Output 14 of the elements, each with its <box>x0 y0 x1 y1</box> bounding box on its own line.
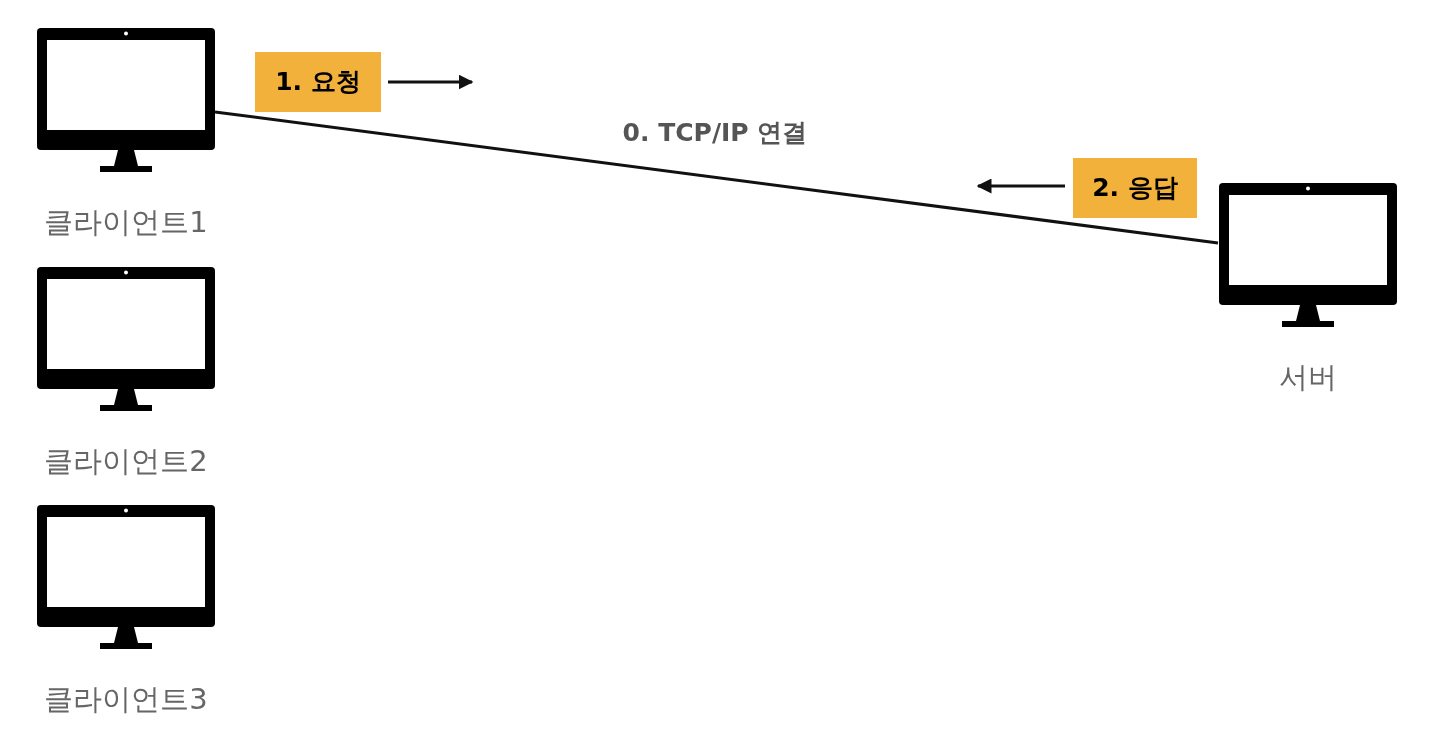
computer-label: 클라이언트2 <box>44 443 208 479</box>
edge-label: 0. TCP/IP 연결 <box>622 117 808 150</box>
step-badge: 2. 응답 <box>1073 158 1197 218</box>
computer-node <box>1218 183 1397 395</box>
computer-label: 클라이언트3 <box>44 681 208 717</box>
computer-node <box>37 28 215 240</box>
connection-line <box>214 110 1219 245</box>
computer-node <box>37 267 215 479</box>
computer-label: 클라이언트1 <box>44 204 208 240</box>
computer-node <box>37 505 215 717</box>
arrow <box>388 74 474 90</box>
step-badge: 1. 요청 <box>255 52 381 112</box>
arrow <box>976 178 1065 194</box>
computer-label: 서버 <box>1278 359 1337 395</box>
